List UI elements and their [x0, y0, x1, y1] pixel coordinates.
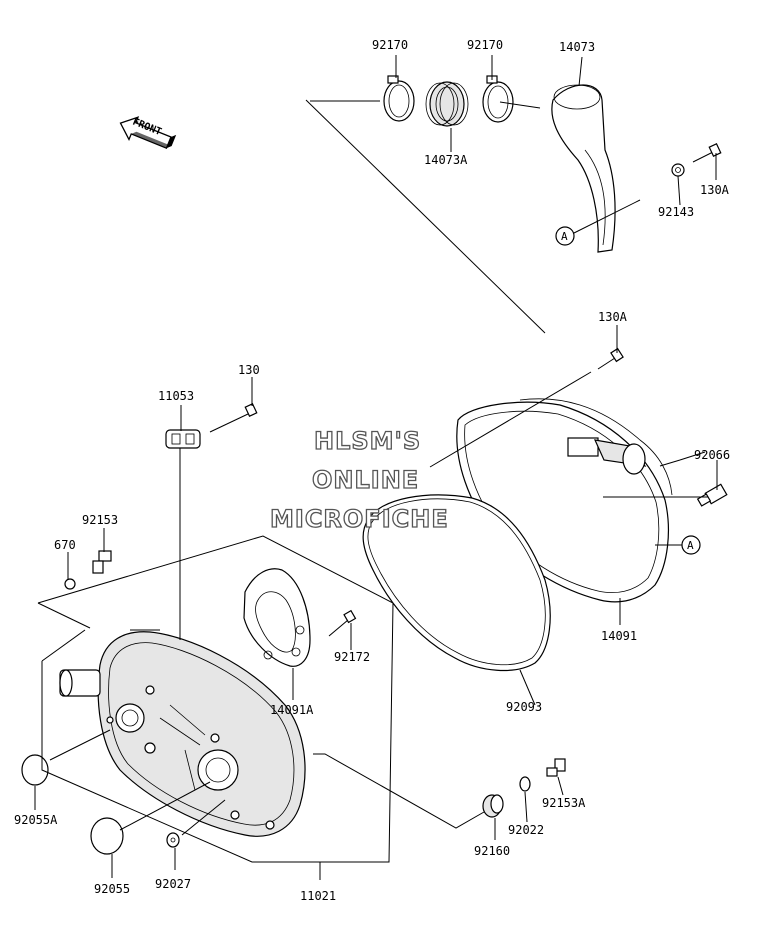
bracket-11053[interactable]: [165, 429, 201, 449]
inner-cover-11021[interactable]: [59, 631, 306, 837]
svg-text:A: A: [687, 539, 694, 552]
clamp-left-92170[interactable]: [383, 75, 415, 122]
front-arrow-icon: [119, 116, 177, 150]
svg-text:ONLINE: ONLINE: [312, 466, 419, 494]
washer-92027[interactable]: [166, 832, 180, 848]
label-92022: 92022: [508, 823, 544, 837]
label-130: 130: [238, 363, 260, 377]
clamp-right-92170[interactable]: [482, 75, 514, 123]
bolt-92172[interactable]: [328, 609, 357, 637]
label-14073: 14073: [559, 40, 595, 54]
ring-670[interactable]: [64, 578, 76, 590]
label-670: 670: [54, 538, 76, 552]
duct-14073A[interactable]: [425, 81, 469, 127]
label-92160: 92160: [474, 844, 510, 858]
svg-text:HLSM'S: HLSM'S: [314, 427, 421, 455]
label-130A-top: 130A: [700, 183, 730, 197]
oring-92055[interactable]: [90, 817, 124, 855]
label-92093: 92093: [506, 700, 542, 714]
label-92055: 92055: [94, 882, 130, 896]
label-92170-right: 92170: [467, 38, 503, 52]
ref-mark-a-top: A: [555, 199, 641, 246]
label-92055A: 92055A: [14, 813, 58, 827]
label-14091: 14091: [601, 629, 637, 643]
svg-text:A: A: [561, 230, 568, 243]
gasket-92093[interactable]: [362, 494, 551, 672]
label-92027: 92027: [155, 877, 191, 891]
label-92066: 92066: [694, 448, 730, 462]
leader-lines: [34, 55, 718, 880]
bolt-130[interactable]: [209, 402, 258, 433]
bolt-92153A[interactable]: [546, 758, 566, 777]
bolt-92153[interactable]: [92, 550, 112, 574]
label-14091A: 14091A: [270, 703, 314, 717]
washer-92022[interactable]: [519, 776, 531, 792]
label-11021: 11021: [300, 889, 336, 903]
label-130A-mid: 130A: [598, 310, 628, 324]
hose-14073[interactable]: [551, 84, 616, 253]
ref-mark-a-mid: A: [681, 535, 701, 555]
label-11053: 11053: [158, 389, 194, 403]
bolt-130A-top[interactable]: [692, 142, 722, 163]
plate-14091A[interactable]: [243, 568, 311, 667]
label-92172: 92172: [334, 650, 370, 664]
fitting-92066[interactable]: [696, 483, 728, 507]
watermark: HLSM'S ONLINE MICROFICHE: [269, 426, 449, 533]
oring-92055A[interactable]: [21, 754, 49, 786]
outer-cover-14091[interactable]: [456, 398, 673, 603]
label-92153A: 92153A: [542, 796, 586, 810]
bolt-130A-mid[interactable]: [597, 347, 624, 370]
nut-92143[interactable]: [671, 163, 685, 177]
label-92143: 92143: [658, 205, 694, 219]
plug-92160[interactable]: [482, 794, 504, 818]
label-14073A: 14073A: [424, 153, 468, 167]
svg-text:MICROFICHE: MICROFICHE: [270, 505, 449, 533]
label-92170-left: 92170: [372, 38, 408, 52]
label-92153: 92153: [82, 513, 118, 527]
